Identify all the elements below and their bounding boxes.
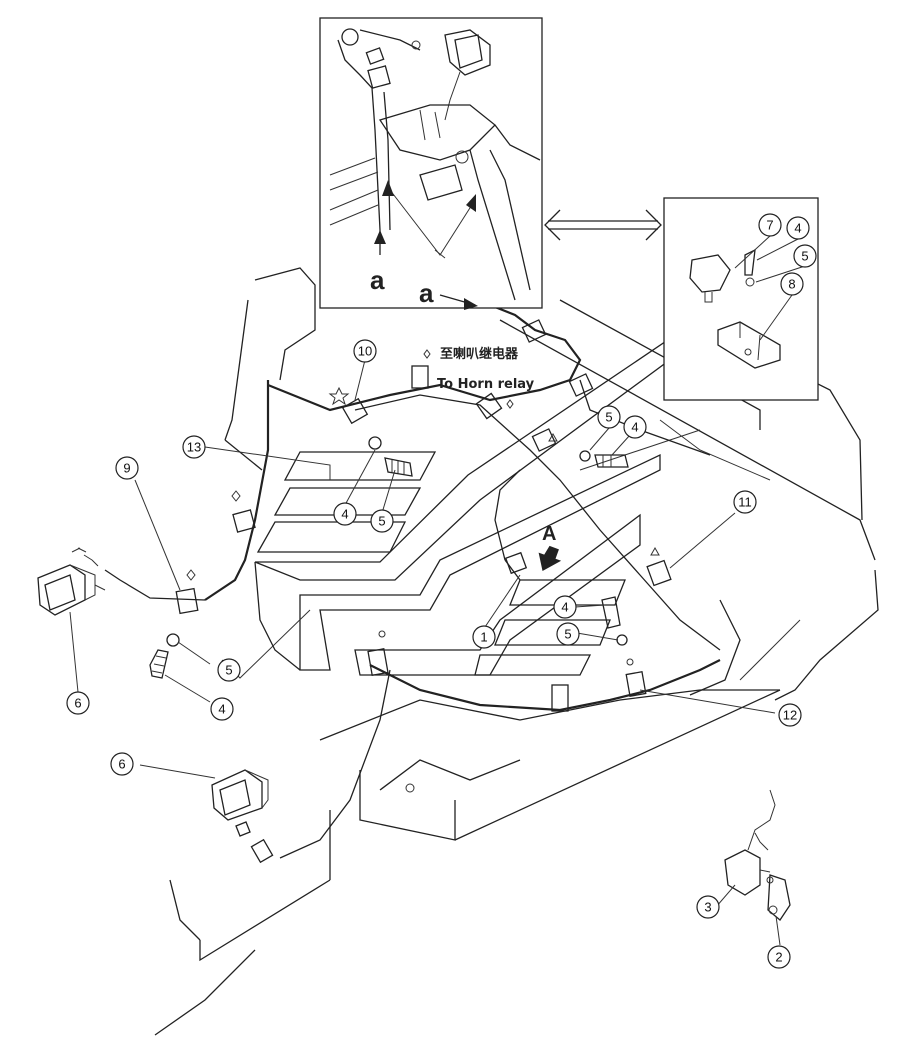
callout-3: 3 xyxy=(696,895,720,919)
callout-1: 1 xyxy=(472,625,496,649)
callout-10: 10 xyxy=(353,339,377,363)
harness-clamps xyxy=(175,319,672,864)
svg-text:6: 6 xyxy=(118,757,125,772)
work-lamp-left xyxy=(37,564,106,616)
callout-5e: 5 xyxy=(793,244,817,268)
svg-text:5: 5 xyxy=(378,514,385,529)
svg-text:5: 5 xyxy=(564,627,571,642)
callout-6b: 6 xyxy=(110,752,134,776)
callout-12: 12 xyxy=(778,703,802,727)
wiring-harness xyxy=(104,303,741,859)
view-A-label: A xyxy=(542,523,556,545)
view-a-label-main: a xyxy=(419,278,434,308)
svg-text:1: 1 xyxy=(480,630,487,645)
svg-text:5: 5 xyxy=(225,663,232,678)
svg-text:4: 4 xyxy=(218,702,225,717)
svg-text:6: 6 xyxy=(74,696,81,711)
svg-text:5: 5 xyxy=(801,249,808,264)
callout-5b: 5 xyxy=(597,405,621,429)
leader-lines xyxy=(69,235,806,946)
svg-text:5: 5 xyxy=(605,410,612,425)
svg-text:7: 7 xyxy=(766,218,773,233)
double-arrow xyxy=(544,209,662,241)
callout-13: 13 xyxy=(182,435,206,459)
callout-4e: 4 xyxy=(786,216,810,240)
view-A-pointer xyxy=(538,545,562,572)
callout-5c: 5 xyxy=(556,622,580,646)
svg-text:12: 12 xyxy=(783,708,797,723)
callout-4b: 4 xyxy=(623,415,647,439)
callout-4d: 4 xyxy=(210,697,234,721)
position-markers xyxy=(186,349,660,793)
svg-text:11: 11 xyxy=(738,495,752,510)
callout-9: 9 xyxy=(115,456,139,480)
svg-text:4: 4 xyxy=(341,507,348,522)
callout-6a: 6 xyxy=(66,691,90,715)
svg-text:8: 8 xyxy=(788,277,795,292)
svg-text:2: 2 xyxy=(775,950,782,965)
svg-text:9: 9 xyxy=(123,461,130,476)
harness-connector-left xyxy=(71,547,99,567)
callout-2: 2 xyxy=(767,945,791,969)
callout-4a: 4 xyxy=(333,502,357,526)
callout-5a: 5 xyxy=(370,509,394,533)
horn-relay-label-cn: 至喇叭继电器 xyxy=(440,346,519,362)
view-a-label-upper: a xyxy=(370,265,385,295)
callout-4c: 4 xyxy=(553,595,577,619)
inset-view-a xyxy=(319,17,543,309)
work-lamp-lower xyxy=(211,769,269,837)
callout-5d: 5 xyxy=(217,658,241,682)
horn-relay-label-en: To Horn relay xyxy=(437,377,535,392)
view-a-pointer xyxy=(439,294,478,310)
svg-text:4: 4 xyxy=(631,420,638,435)
svg-text:3: 3 xyxy=(704,900,711,915)
svg-text:10: 10 xyxy=(358,344,372,359)
bolts-and-washers xyxy=(149,436,629,679)
svg-text:13: 13 xyxy=(187,440,201,455)
svg-text:4: 4 xyxy=(794,221,801,236)
callout-7: 7 xyxy=(758,213,782,237)
callout-8: 8 xyxy=(780,272,804,296)
horn-relay-assembly xyxy=(724,789,791,921)
callout-11: 11 xyxy=(733,490,757,514)
svg-text:4: 4 xyxy=(561,600,568,615)
